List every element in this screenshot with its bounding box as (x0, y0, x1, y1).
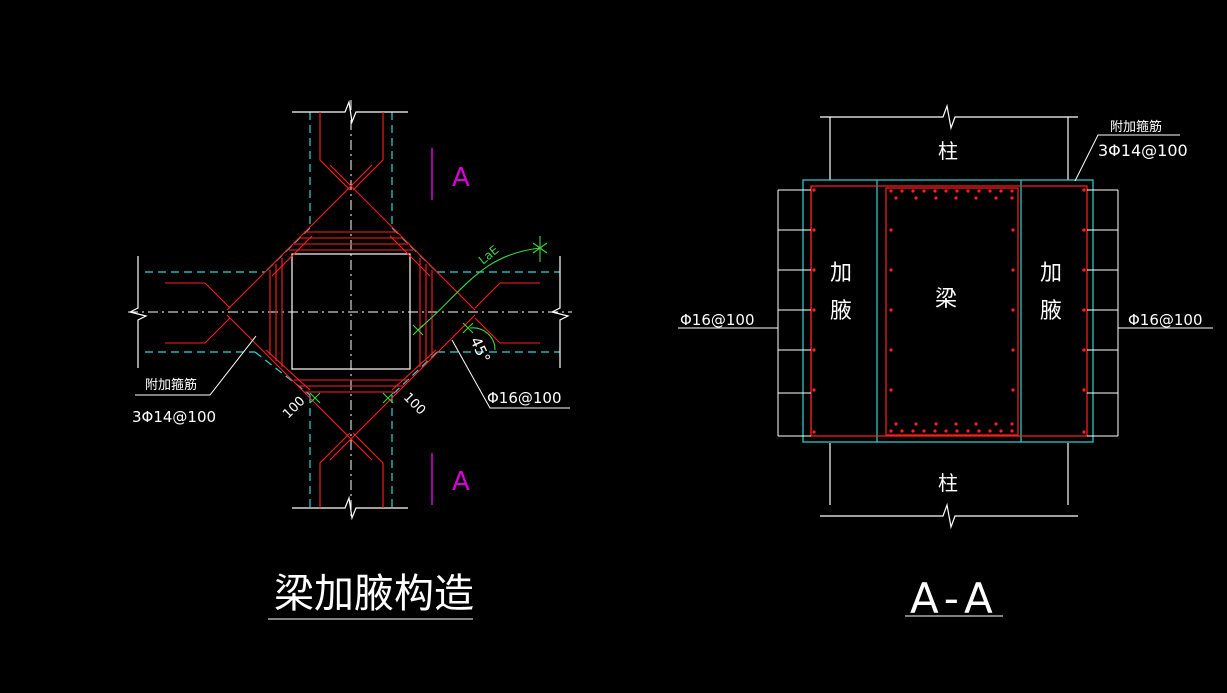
haunch-left-char2: 腋 (830, 299, 852, 324)
stirrup-label-line2: 3Φ14@100 (132, 408, 216, 426)
section-stirrup-line2: 3Φ14@100 (1098, 141, 1188, 160)
anchorage-curve (417, 236, 541, 351)
haunch-right-char1: 加 (1040, 261, 1062, 286)
dim-left-label: 100 (280, 394, 308, 422)
section-mark-top-label: A (452, 163, 470, 193)
side-ticks (678, 134, 1213, 437)
left-haunch-detail: A A LaE 45° 附加箍筋 3Φ14@100 Φ16@100 100 10… (128, 99, 572, 620)
rebar-cage (810, 185, 1088, 437)
section-column-bottom: 柱 (938, 471, 958, 495)
section-left-label: Φ16@100 (680, 311, 755, 329)
column-outline (145, 112, 560, 508)
beam-label: 梁 (935, 287, 957, 312)
centerlines (128, 100, 572, 520)
haunch-left-char1: 加 (830, 261, 852, 286)
angle-label: 45° (466, 334, 494, 366)
column-break-lines (820, 103, 1078, 530)
section-a-a: 柱 柱 加 腋 加 腋 梁 附加箍筋 3Φ14@100 Φ16@100 Φ16@… (678, 103, 1213, 623)
section-column-top: 柱 (938, 139, 958, 163)
anchor-tick-marks (309, 242, 548, 404)
diag-bar-label: Φ16@100 (487, 389, 562, 407)
section-mark-bottom-label: A (452, 467, 470, 497)
stirrup-label-line1: 附加箍筋 (145, 377, 197, 393)
rebar-dots (812, 188, 1086, 434)
dim-right-label: 100 (400, 390, 428, 418)
leader-lines (135, 335, 570, 409)
section-title: A-A (910, 574, 999, 623)
section-right-label: Φ16@100 (1128, 311, 1203, 329)
joint-core-box (291, 253, 411, 370)
rebar-lines (165, 112, 540, 508)
break-lines (128, 99, 570, 521)
section-stirrup-line1: 附加箍筋 (1110, 119, 1162, 135)
left-view-title: 梁加腋构造 (274, 571, 474, 617)
haunch-right-char2: 腋 (1040, 299, 1062, 324)
anchor-length-label: LaE (476, 243, 502, 268)
section-outline (802, 179, 1094, 443)
